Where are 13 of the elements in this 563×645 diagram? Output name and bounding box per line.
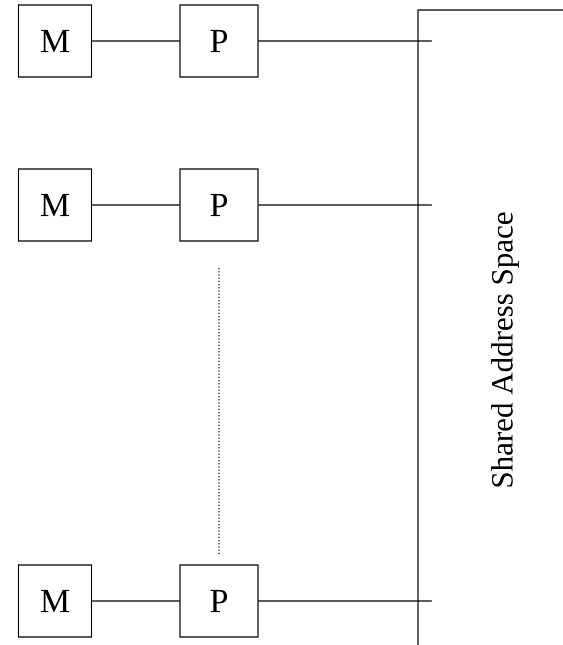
connector-line — [92, 600, 180, 602]
connector-line — [258, 204, 432, 206]
processor-box: P — [179, 168, 259, 242]
connector-line — [92, 204, 180, 206]
memory-box: M — [18, 168, 92, 242]
memory-box: M — [18, 564, 92, 638]
processor-box: P — [179, 4, 259, 78]
shared-space-band: Shared Address Space — [417, 9, 563, 645]
connector-line — [92, 40, 180, 42]
memory-box: M — [18, 4, 92, 78]
connector-line — [258, 600, 432, 602]
connector-line — [258, 40, 432, 42]
processor-box: P — [179, 564, 259, 638]
